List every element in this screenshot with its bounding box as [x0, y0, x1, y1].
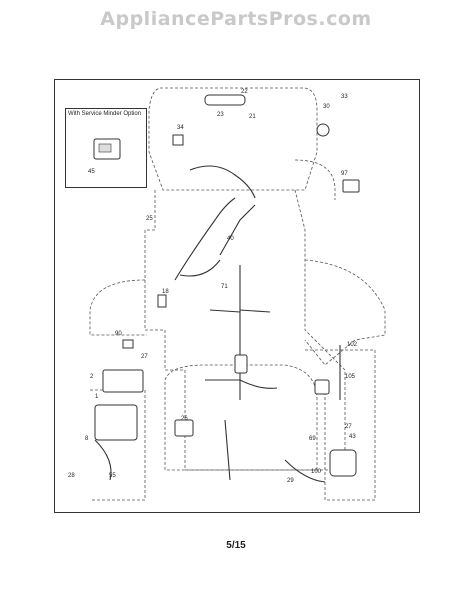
- callout-97: 97: [341, 171, 348, 177]
- battery-cable: [94, 439, 112, 481]
- callout-30: 30: [323, 104, 330, 110]
- ignition-module: [316, 123, 330, 137]
- harness-branch-4: [239, 309, 271, 313]
- chassis-outline: [144, 189, 346, 471]
- ground-cable: [284, 459, 326, 483]
- callout-18: 18: [162, 289, 169, 295]
- starter-motor: [329, 449, 357, 477]
- callout-105: 105: [345, 374, 356, 380]
- battery-tray: [94, 404, 138, 441]
- inset-drawing: 45: [88, 138, 121, 175]
- callout-55: 55: [109, 473, 116, 479]
- upper-harness: [189, 165, 256, 199]
- ignition-switch: [314, 379, 330, 395]
- service-minder-inset: With Service Minder Option 45: [65, 108, 147, 188]
- main-harness: [174, 197, 236, 281]
- connector-90: [122, 339, 134, 349]
- harness-branch-2: [219, 204, 256, 256]
- upper-right-outline: [294, 159, 336, 200]
- harness-branch-6: [239, 379, 278, 389]
- callout-2: 2: [90, 374, 94, 380]
- callout-29: 29: [287, 478, 294, 484]
- hood-outline: [148, 87, 318, 191]
- callout-22: 22: [241, 89, 248, 95]
- callout-26: 26: [181, 416, 188, 422]
- service-minder-display: [98, 143, 112, 153]
- inset-callout-45: 45: [88, 169, 95, 175]
- relay-34: [172, 134, 184, 146]
- callout-102: 102: [347, 342, 358, 348]
- callout-27a: 27: [141, 354, 148, 360]
- wiring-diagram: 22 23 21 30 33 34 97 25 40 71 18 90 27 2…: [54, 79, 420, 513]
- diagram-drawing: 22 23 21 30 33 34 97 25 40 71 18 90 27 2…: [68, 87, 386, 501]
- callout-28: 28: [68, 473, 75, 479]
- callout-1: 1: [95, 394, 99, 400]
- fuse-holder: [234, 354, 248, 374]
- harness-branch-8: [224, 419, 231, 481]
- harness-branch-5: [209, 309, 241, 313]
- right-panel-outline: [305, 349, 376, 501]
- right-fender-outline: [304, 259, 386, 366]
- switch-97: [342, 179, 360, 193]
- callout-71: 71: [221, 284, 228, 290]
- callout-21: 21: [249, 114, 256, 120]
- starter-solenoid: [174, 419, 194, 437]
- battery: [102, 369, 144, 393]
- connector-18: [157, 294, 167, 308]
- inset-title: With Service Minder Option: [68, 111, 142, 117]
- callout-23: 23: [217, 112, 224, 118]
- callout-34: 34: [177, 125, 184, 131]
- harness-branch-1: [179, 259, 221, 277]
- callout-8: 8: [85, 436, 89, 442]
- callout-40: 40: [227, 236, 234, 242]
- connector-22: [204, 94, 246, 106]
- watermark: AppliancePartsPros.com: [100, 8, 372, 30]
- callout-25: 25: [146, 216, 153, 222]
- callout-90: 90: [115, 331, 122, 337]
- callout-33: 33: [341, 94, 348, 100]
- left-fender-outline: [89, 279, 147, 336]
- callout-69: 69: [309, 436, 316, 442]
- callout-43: 43: [349, 434, 356, 440]
- callout-27b: 27: [345, 424, 352, 430]
- seat-outline: [164, 364, 318, 471]
- callout-100: 100: [311, 469, 322, 475]
- page-number: 5/15: [226, 540, 246, 551]
